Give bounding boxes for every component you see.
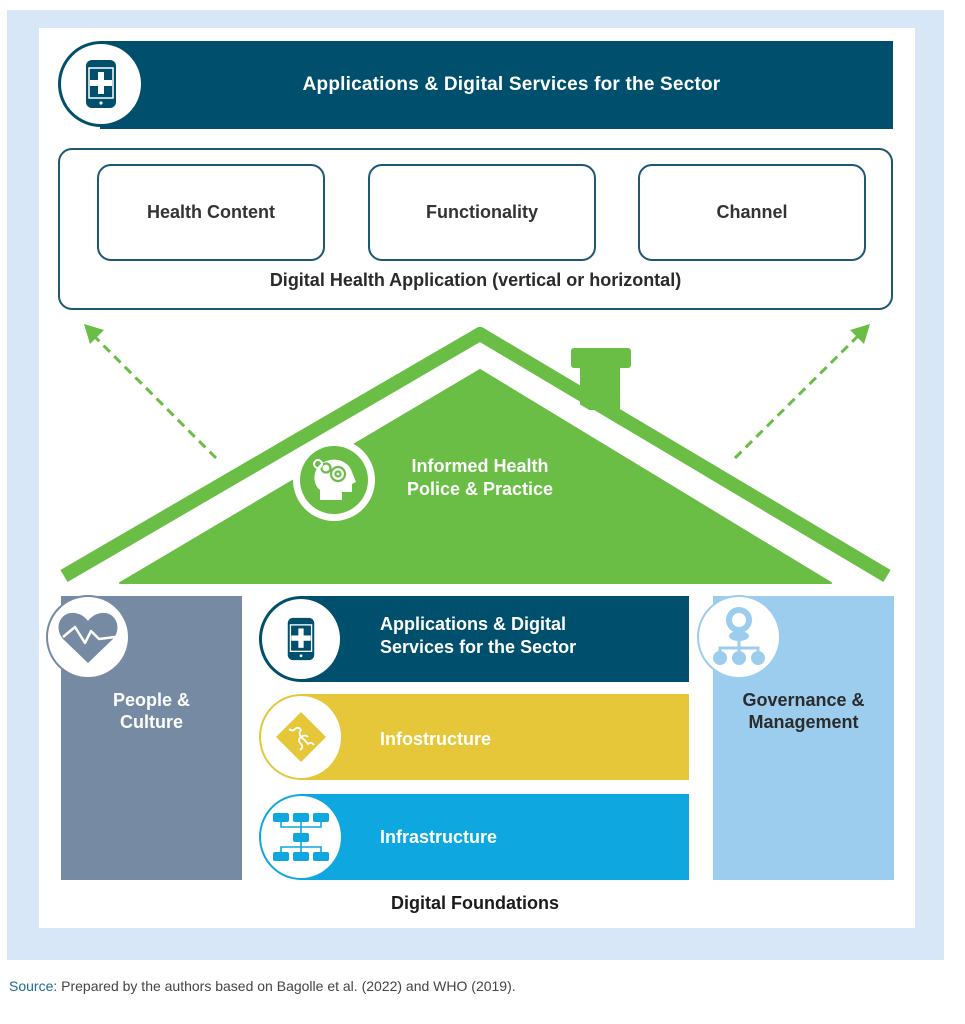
- source-label: Source:: [9, 978, 58, 994]
- layer-applications-services-label: Applications & Digital Services for the …: [380, 613, 576, 659]
- top-banner-title: Applications & Digital Services for the …: [302, 74, 721, 95]
- network-hierarchy-icon: [259, 794, 343, 880]
- pillar-right-line2: Management: [748, 712, 859, 732]
- roof-label-line2: Police & Practice: [406, 479, 554, 499]
- layer-applications-services: [300, 596, 689, 682]
- source-note: Source: Prepared by the authors based on…: [9, 978, 516, 994]
- application-caption: Digital Health Application (vertical or …: [269, 270, 682, 290]
- heart-pulse-icon: [46, 595, 130, 679]
- mobile-health-icon: [259, 596, 343, 682]
- layer1-line2: Services for the Sector: [380, 637, 577, 657]
- pillar-people-culture-label: People & Culture: [61, 689, 242, 733]
- roof-graphic: [60, 324, 891, 586]
- org-chart-person-icon: [697, 595, 781, 679]
- arrow-left-icon: [84, 324, 218, 460]
- roof-label-line1: Informed Health: [411, 456, 549, 476]
- roof-outline: [60, 327, 891, 583]
- layer1-line1: Applications & Digital: [380, 614, 567, 634]
- foundations-caption: Digital Foundations: [391, 893, 559, 913]
- digital-health-application-box: [58, 148, 893, 310]
- top-banner: [100, 41, 893, 129]
- pillar-governance-management-label: Governance & Management: [713, 689, 894, 733]
- layer-infrastructure-label: Infrastructure: [380, 827, 498, 847]
- component-health-content: Health Content: [97, 164, 325, 261]
- head-gears-icon: [293, 439, 375, 521]
- arrow-right-icon: [733, 324, 870, 460]
- puzzle-icon: [259, 694, 343, 780]
- mobile-health-icon: [58, 41, 144, 127]
- layer-infostructure: [300, 694, 689, 780]
- layer-infostructure-label: Infostructure: [380, 729, 492, 749]
- pillar-right-line1: Governance &: [742, 690, 865, 710]
- component-channel: Channel: [638, 164, 866, 261]
- layer-infrastructure: [300, 794, 689, 880]
- roof-label: Informed Health Police & Practice: [380, 455, 580, 501]
- component-functionality: Functionality: [368, 164, 596, 261]
- pillar-left-line2: Culture: [120, 712, 183, 732]
- source-text: Prepared by the authors based on Bagolle…: [57, 978, 516, 994]
- pillar-left-line1: People &: [112, 690, 191, 710]
